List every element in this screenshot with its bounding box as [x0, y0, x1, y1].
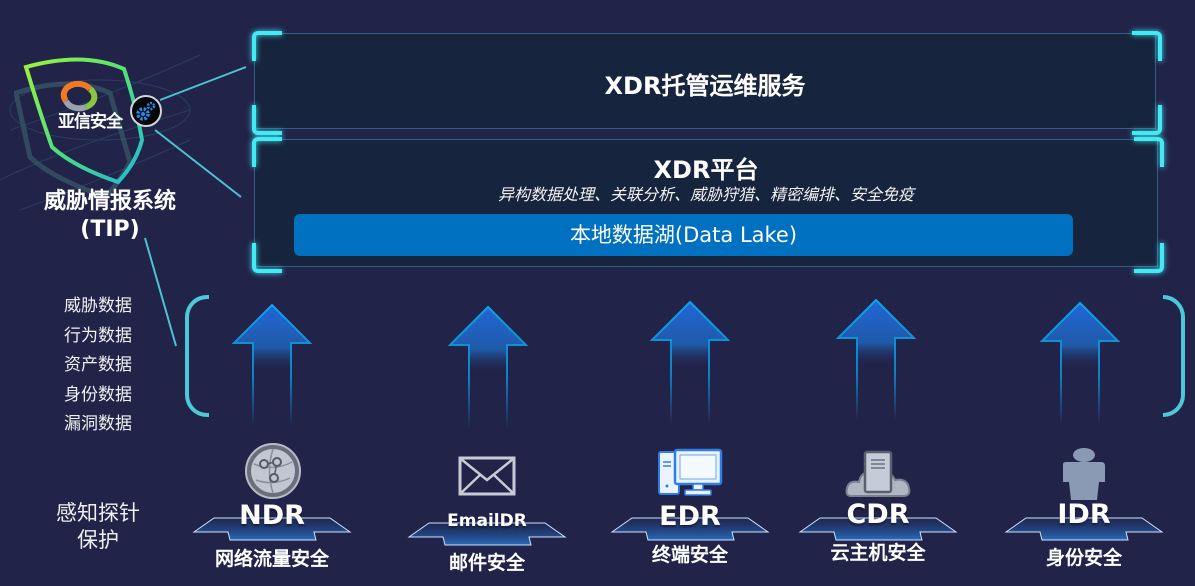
- probe-emaildr: EmailDR 邮件安全: [402, 440, 572, 586]
- corner-accent: [252, 137, 282, 167]
- probe-idr: IDR 身份安全: [999, 440, 1169, 586]
- sensor-label-line2: 保护: [77, 528, 119, 552]
- sensor-protection-label: 感知探针 保护: [48, 500, 148, 554]
- probe-name: EmailDR: [447, 511, 527, 531]
- probe-edr: EDR 终端安全: [605, 440, 775, 586]
- probe-label: 终端安全: [651, 544, 728, 566]
- corner-accent: [252, 243, 282, 273]
- platform-capabilities: 异构数据处理、关联分析、威胁狩猎、精密编排、安全免疫: [497, 185, 914, 204]
- xdr-platform-panel: XDR平台 异构数据处理、关联分析、威胁狩猎、精密编排、安全免疫 本地数据湖(D…: [254, 139, 1158, 267]
- data-types-list: 威胁数据 行为数据 资产数据 身份数据 漏洞数据: [64, 292, 132, 440]
- gear-badge: [130, 95, 162, 127]
- tip-title: 威胁情报系统 (TIP): [20, 188, 200, 244]
- corner-accent: [252, 105, 282, 135]
- probe-cdr: CDR 云主机安全: [793, 440, 963, 586]
- corner-accent: [1134, 137, 1164, 167]
- data-type-item: 威胁数据: [64, 296, 132, 316]
- probe-name: EDR: [659, 501, 721, 532]
- probe-label: 云主机安全: [830, 542, 926, 564]
- company-logo-mark: [60, 81, 98, 112]
- tip-title-line2: (TIP): [80, 217, 140, 242]
- corner-accent: [1132, 31, 1162, 61]
- gear-icon: [136, 101, 156, 121]
- xdr-managed-services-panel: XDR托管运维服务: [254, 33, 1156, 129]
- left-bracket: [185, 295, 209, 417]
- corner-accent: [252, 31, 282, 61]
- probe-name: NDR: [239, 500, 305, 531]
- probe-name: CDR: [846, 499, 910, 530]
- probe-name: IDR: [1057, 499, 1111, 530]
- corner-accent: [1132, 105, 1162, 135]
- platform-title: XDR平台: [653, 156, 759, 184]
- tip-shield-logo: 亚信安全: [14, 55, 174, 195]
- company-logo-text: 亚信安全: [58, 112, 123, 132]
- data-type-item: 资产数据: [64, 355, 132, 375]
- person-icon: [1063, 448, 1105, 500]
- shield-icon: [14, 57, 145, 195]
- data-type-item: 行为数据: [64, 325, 132, 346]
- data-type-item: 漏洞数据: [64, 414, 132, 434]
- network-globe-icon: [245, 443, 301, 499]
- sensor-label-line1: 感知探针: [56, 501, 140, 525]
- probe-ndr: NDR 网络流量安全: [187, 440, 357, 586]
- envelope-icon: [458, 456, 516, 496]
- probe-label: 邮件安全: [448, 552, 525, 574]
- data-type-item: 身份数据: [64, 384, 132, 405]
- corner-accent: [1134, 243, 1164, 273]
- probe-label: 网络流量安全: [214, 548, 329, 570]
- desktop-computer-icon: [658, 448, 723, 496]
- probe-label: 身份安全: [1045, 547, 1122, 569]
- tip-title-line1: 威胁情报系统: [43, 189, 176, 214]
- data-lake-bar: 本地数据湖(Data Lake): [294, 214, 1073, 256]
- cloud-server-icon: [845, 450, 911, 497]
- services-title: XDR托管运维服务: [604, 72, 806, 100]
